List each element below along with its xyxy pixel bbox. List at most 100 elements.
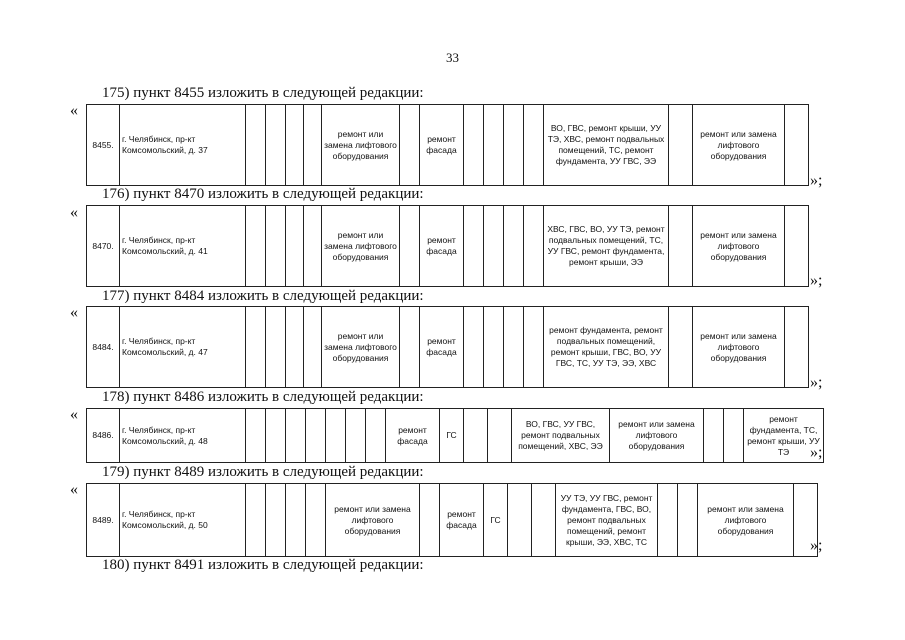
elevator-repair-cell: ремонт или замена лифтового оборудования xyxy=(325,483,420,557)
empty-cell xyxy=(305,408,326,463)
quote-close: »; xyxy=(810,272,823,289)
facade-repair-cell: ремонт фасада xyxy=(439,483,484,557)
row-number: 8489. xyxy=(86,483,120,557)
empty-cell xyxy=(463,408,488,463)
facade-repair-cell: ремонт фасада xyxy=(419,306,464,388)
facade-repair-cell: ремонт фасада xyxy=(419,205,464,287)
works-list-cell: УУ ТЭ, УУ ГВС, ремонт фундамента, ГВС, В… xyxy=(555,483,658,557)
empty-cell xyxy=(285,104,304,186)
empty-cell xyxy=(531,483,556,557)
elevator-repair-cell-2: ремонт или замена лифтового оборудования xyxy=(692,306,785,388)
empty-cell xyxy=(265,408,286,463)
gs-cell: ГС xyxy=(439,408,464,463)
empty-cell xyxy=(487,408,512,463)
empty-cell xyxy=(265,306,286,388)
quote-open: « xyxy=(70,481,78,498)
empty-cell xyxy=(245,306,266,388)
quote-open: « xyxy=(70,406,78,423)
empty-cell xyxy=(245,483,266,557)
empty-cell xyxy=(723,408,744,463)
empty-cell xyxy=(245,408,266,463)
empty-cell xyxy=(245,104,266,186)
quote-close: »; xyxy=(810,172,823,189)
empty-cell xyxy=(285,205,304,287)
empty-cell xyxy=(303,205,322,287)
empty-cell xyxy=(265,104,286,186)
elevator-repair-cell: ремонт или замена лифтового оборудования xyxy=(321,104,400,186)
empty-cell xyxy=(703,408,724,463)
empty-cell xyxy=(463,104,484,186)
empty-cell xyxy=(345,408,366,463)
page-number: 33 xyxy=(446,50,459,65)
empty-cell xyxy=(483,306,504,388)
table-row-8455: 8455. г. Челябинск, пр-кт Комсомольский,… xyxy=(86,104,809,186)
quote-close: »; xyxy=(810,444,823,461)
quote-open: « xyxy=(70,204,78,221)
empty-cell xyxy=(523,104,544,186)
empty-cell xyxy=(305,483,326,557)
table-row-8470: 8470. г. Челябинск, пр-кт Комсомольский,… xyxy=(86,205,809,287)
empty-cell xyxy=(483,205,504,287)
empty-cell xyxy=(503,205,524,287)
quote-close: »; xyxy=(810,374,823,391)
empty-cell xyxy=(507,483,532,557)
empty-cell xyxy=(503,104,524,186)
row-number: 8484. xyxy=(86,306,120,388)
works-list-cell: ремонт фундамента, ремонт подвальных пом… xyxy=(543,306,669,388)
empty-cell xyxy=(325,408,346,463)
empty-cell xyxy=(523,205,544,287)
elevator-repair-cell: ремонт или замена лифтового оборудования xyxy=(321,306,400,388)
empty-cell xyxy=(365,408,386,463)
facade-repair-cell: ремонт фасада xyxy=(385,408,440,463)
table-row-8489: 8489. г. Челябинск, пр-кт Комсомольский,… xyxy=(86,483,818,557)
facade-repair-cell: ремонт фасада xyxy=(419,104,464,186)
empty-cell xyxy=(503,306,524,388)
amendment-heading-175: 175) пункт 8455 изложить в следующей ред… xyxy=(102,85,424,101)
address-cell: г. Челябинск, пр-кт Комсомольский, д. 47 xyxy=(119,306,246,388)
empty-cell xyxy=(483,104,504,186)
table-row-8486: 8486. г. Челябинск, пр-кт Комсомольский,… xyxy=(86,408,824,463)
amendment-heading-177: 177) пункт 8484 изложить в следующей ред… xyxy=(102,288,424,304)
row-number: 8470. xyxy=(86,205,120,287)
empty-cell xyxy=(463,205,484,287)
empty-cell xyxy=(303,306,322,388)
empty-cell xyxy=(399,104,420,186)
address-cell: г. Челябинск, пр-кт Комсомольский, д. 50 xyxy=(119,483,246,557)
empty-cell xyxy=(265,205,286,287)
empty-cell xyxy=(523,306,544,388)
elevator-repair-cell-2: ремонт или замена лифтового оборудования xyxy=(692,104,785,186)
address-cell: г. Челябинск, пр-кт Комсомольский, д. 48 xyxy=(119,408,246,463)
works-list-cell-2: ремонт фундамента, ТС, ремонт крыши, УУ … xyxy=(743,408,824,463)
empty-cell xyxy=(784,104,809,186)
empty-cell xyxy=(793,483,818,557)
empty-cell xyxy=(657,483,678,557)
quote-close: »; xyxy=(810,537,823,554)
row-number: 8455. xyxy=(86,104,120,186)
elevator-repair-cell-2: ремонт или замена лифтового оборудования xyxy=(692,205,785,287)
address-cell: г. Челябинск, пр-кт Комсомольский, д. 37 xyxy=(119,104,246,186)
amendment-heading-178: 178) пункт 8486 изложить в следующей ред… xyxy=(102,389,424,405)
amendment-heading-179: 179) пункт 8489 изложить в следующей ред… xyxy=(102,464,424,480)
works-list-cell: ВО, ГВС, УУ ГВС, ремонт подвальных помещ… xyxy=(511,408,610,463)
works-list-cell: ХВС, ГВС, ВО, УУ ТЭ, ремонт подвальных п… xyxy=(543,205,669,287)
table-row-8484: 8484. г. Челябинск, пр-кт Комсомольский,… xyxy=(86,306,809,388)
empty-cell xyxy=(784,205,809,287)
empty-cell xyxy=(285,306,304,388)
row-number: 8486. xyxy=(86,408,120,463)
empty-cell xyxy=(668,306,693,388)
amendment-heading-176: 176) пункт 8470 изложить в следующей ред… xyxy=(102,186,424,202)
empty-cell xyxy=(463,306,484,388)
quote-open: « xyxy=(70,102,78,119)
works-list-cell: ВО, ГВС, ремонт крыши, УУ ТЭ, ХВС, ремон… xyxy=(543,104,669,186)
gs-cell: ГС xyxy=(483,483,508,557)
empty-cell xyxy=(303,104,322,186)
empty-cell xyxy=(399,205,420,287)
amendment-heading-180: 180) пункт 8491 изложить в следующей ред… xyxy=(102,557,424,573)
quote-open: « xyxy=(70,304,78,321)
empty-cell xyxy=(399,306,420,388)
empty-cell xyxy=(285,483,306,557)
elevator-repair-cell: ремонт или замена лифтового оборудования xyxy=(609,408,704,463)
empty-cell xyxy=(419,483,440,557)
empty-cell xyxy=(668,104,693,186)
empty-cell xyxy=(285,408,306,463)
